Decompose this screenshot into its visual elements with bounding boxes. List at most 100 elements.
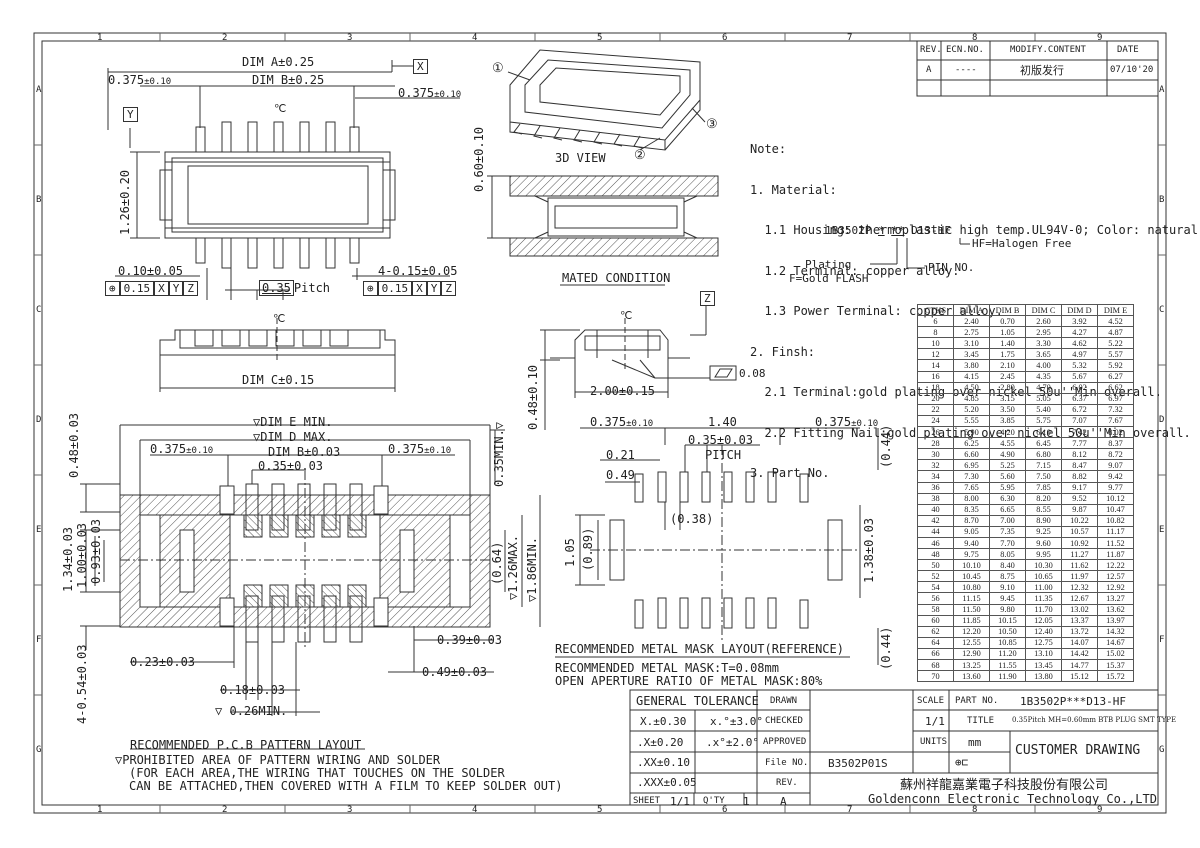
part-no-value: 1B3502P***D13-HF (1020, 695, 1126, 708)
dimension-table-cell: 12.90 (953, 647, 990, 661)
dimension-table-cell: 5.90 (953, 426, 990, 439)
dimension-table-cell: 4.15 (953, 370, 990, 383)
pcb-legend: ▽PROHIBITED AREA OF PATTERN WIRING AND S… (115, 754, 562, 793)
row-label-e: E (36, 525, 42, 535)
dimension-table-cell: 12.57 (1097, 570, 1134, 583)
pcb-v-100: 1.00±0.03 (75, 522, 89, 588)
mask-v-044-top: (0.44) (879, 424, 893, 468)
tol-x2: .XX±0.10 (637, 756, 690, 769)
row-label-right-f: F (1159, 635, 1165, 645)
dimension-table-cell: 12.67 (1061, 592, 1098, 605)
revision-table-lines (916, 40, 1159, 97)
dimension-table-cell: 52 (917, 570, 954, 583)
col-label-4: 4 (472, 33, 478, 43)
qty-value: 1 (743, 795, 750, 808)
dimension-table-cell: 10.10 (953, 559, 990, 572)
dimension-table-cell: 3.15 (989, 392, 1026, 405)
col-dim-a: DIM A (953, 303, 990, 317)
dimension-table-cell: 3.65 (1025, 348, 1062, 361)
dimension-table-cell: 7.85 (1025, 481, 1062, 494)
dimension-table-cell: 5.25 (989, 459, 1026, 472)
dimension-table-cell: 14.42 (1061, 647, 1098, 661)
halogen-free-note: HF=Halogen Free (972, 237, 1072, 250)
dimension-table-cell: 9.40 (953, 536, 990, 550)
col-dim-e: DIM E (1097, 303, 1134, 317)
dimension-table-cell: 6.10 (1025, 426, 1062, 439)
dimension-table-cell: 5.95 (989, 481, 1026, 494)
dimension-table-cell: 62 (917, 625, 954, 638)
prohibited-marker-h026: ▽ (215, 704, 223, 718)
dimension-table-cell: 6.80 (1025, 448, 1062, 461)
prohibited-marker-v186: ▽ (525, 594, 539, 602)
dimension-table-cell: 20 (917, 392, 954, 405)
side-view-centerline: ℃ (273, 312, 286, 325)
mated-condition-label: MATED CONDITION (562, 271, 671, 285)
dimension-table-cell: 5.22 (1097, 337, 1134, 350)
pcb-dim-b: DIM B±0.03 (268, 445, 341, 459)
dimension-table-cell: 10.65 (1025, 570, 1062, 583)
drawn-label: DRAWN (770, 696, 798, 706)
col-label-bottom-6: 6 (722, 805, 728, 815)
dimension-table-cell: 8.35 (953, 503, 990, 516)
dimension-table-cell: 28 (917, 437, 954, 450)
col-label-bottom-5: 5 (597, 805, 603, 815)
dimension-table-cell: 5.75 (1025, 414, 1062, 428)
col-label-bottom-8: 8 (972, 805, 978, 815)
dimension-table-cell: 16 (917, 370, 954, 383)
dimension-table-cell: 3.80 (953, 359, 990, 372)
dimension-table-cell: 5.20 (953, 403, 990, 416)
dimension-table-cell: 10.45 (953, 570, 990, 583)
mask-v-138: 1.38±0.03 (862, 517, 876, 583)
dimension-table-cell: 10.12 (1097, 492, 1134, 505)
dimension-table-cell: 12.40 (1025, 625, 1062, 638)
qty-label: Q'TY (703, 796, 725, 806)
callout-3: ③ (706, 117, 718, 132)
dimension-table-cell: 6.95 (953, 459, 990, 472)
top-view-centerline: ℃ (274, 102, 287, 115)
sheet-label: SHEET (633, 796, 661, 806)
pcb-v-126max: ▽1.26MAX. (506, 534, 520, 600)
dimension-table-cell: 4.20 (989, 426, 1026, 439)
pcb-legend-line-1: (FOR EACH AREA,THE WIRING THAT TOUCHES O… (129, 766, 505, 780)
rev-row-rev: A (926, 65, 932, 75)
pcb-left-offset: 0.375±0.10 (150, 442, 214, 456)
dimension-table-cell: 13.27 (1097, 592, 1134, 605)
dimension-table-cell: 7.50 (1025, 470, 1062, 483)
dimension-table-cell: 8.70 (953, 514, 990, 527)
row-label-d: D (36, 415, 42, 425)
dimension-table-cell: 7.42 (1061, 426, 1098, 439)
dimension-table-cell: 3.45 (953, 348, 990, 361)
dimension-table-cell: 1.05 (989, 326, 1026, 339)
drawing-border-outer (33, 32, 1167, 814)
dimension-table-cell: 9.42 (1097, 470, 1134, 483)
dimension-table-cell: 2.10 (989, 359, 1026, 372)
dimension-table-cell: 10.47 (1097, 503, 1134, 516)
pcb-h-039: 0.39±0.03 (437, 633, 503, 647)
dimension-table-cell: 7.30 (953, 470, 990, 483)
dimension-table-cell: 9.52 (1061, 492, 1098, 505)
dimension-table-cell: 5.60 (989, 470, 1026, 483)
dimension-table-cell: 10.30 (1025, 559, 1062, 572)
dimension-table-cell: 9.77 (1097, 481, 1134, 494)
col-label-9: 9 (1097, 33, 1103, 43)
dimension-table-cell: 13.80 (1025, 670, 1062, 683)
dimension-table-cell: 4.00 (1025, 359, 1062, 372)
dimension-table-cell: 12.75 (1025, 636, 1062, 649)
mask-v-044-bottom: (0.44) (879, 626, 893, 670)
dimension-table-cell: 12.32 (1061, 581, 1098, 594)
dimension-table-cell: 0.70 (989, 315, 1026, 328)
dimension-table-cell: 4.62 (1061, 337, 1098, 350)
pcb-h-023: 0.23±0.03 (130, 655, 196, 669)
mask-right-offset: 0.375±0.10 (815, 415, 879, 429)
dimension-table-cell: 6.02 (1061, 381, 1098, 394)
dimension-table-cell: 9.10 (989, 581, 1026, 594)
right-offset-label: 0.375±0.10 (398, 86, 462, 100)
